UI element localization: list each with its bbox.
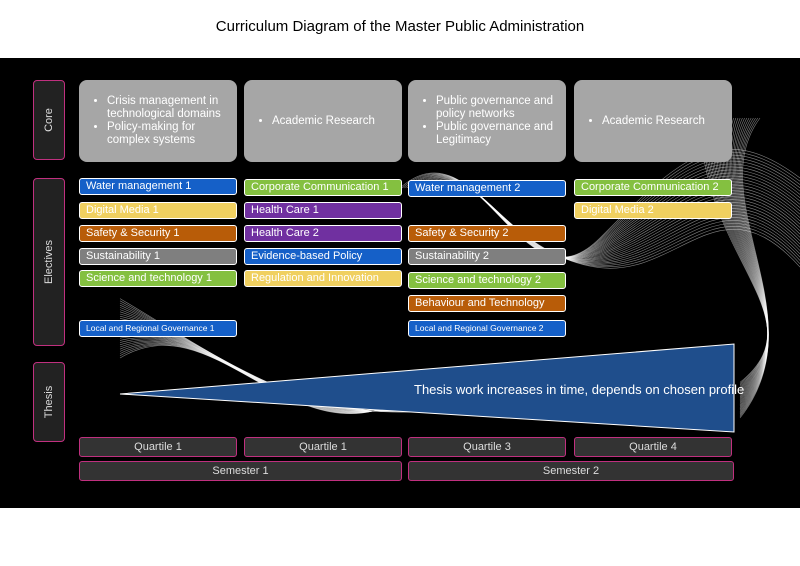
- elective-sustainability-1: Sustainability 1: [79, 248, 237, 265]
- core-course-box-3: Public governance and policy networksPub…: [408, 80, 566, 162]
- core-course-box-2: Academic Research: [244, 80, 402, 162]
- curriculum-diagram: Core Electives Thesis Crisis management …: [0, 58, 800, 508]
- decorative-wave-lines: [119, 117, 800, 419]
- elective-water-management-1: Water management 1: [79, 178, 237, 195]
- elective-local-regional-governance-2: Local and Regional Governance 2: [408, 320, 566, 337]
- quartile-label: Quartile 1: [79, 437, 237, 457]
- quartile-label: Quartile 1: [244, 437, 402, 457]
- elective-sustainability-2: Sustainability 2: [408, 248, 566, 265]
- row-label-electives: Electives: [33, 178, 65, 346]
- elective-science-technology-2: Science and technology 2: [408, 272, 566, 289]
- core-course-box-4: Academic Research: [574, 80, 732, 162]
- semester-label: Semester 2: [408, 461, 734, 481]
- core-course-box-1: Crisis management in technological domai…: [79, 80, 237, 162]
- page-title: Curriculum Diagram of the Master Public …: [215, 18, 585, 35]
- elective-behaviour-technology: Behaviour and Technology: [408, 295, 566, 312]
- core-course: Public governance and Legitimacy: [436, 121, 566, 147]
- quartile-label: Quartile 3: [408, 437, 566, 457]
- elective-health-care-1: Health Care 1: [244, 202, 402, 219]
- core-course: Policy-making for complex systems: [107, 121, 237, 147]
- thesis-wedge: [119, 343, 735, 433]
- row-label-thesis: Thesis: [33, 362, 65, 442]
- semester-label: Semester 1: [79, 461, 402, 481]
- elective-digital-media-1: Digital Media 1: [79, 202, 237, 219]
- elective-safety-security-1: Safety & Security 1: [79, 225, 237, 242]
- quartile-label: Quartile 4: [574, 437, 732, 457]
- elective-water-management-2: Water management 2: [408, 180, 566, 197]
- elective-science-technology-1: Science and technology 1: [79, 270, 237, 287]
- elective-safety-security-2: Safety & Security 2: [408, 225, 566, 242]
- thesis-description: Thesis work increases in time, depends o…: [414, 382, 745, 397]
- elective-evidence-based-policy: Evidence-based Policy: [244, 248, 402, 265]
- core-course: Public governance and policy networks: [436, 95, 566, 121]
- row-label-core: Core: [33, 80, 65, 160]
- elective-health-care-2: Health Care 2: [244, 225, 402, 242]
- elective-corporate-communication-2: Corporate Communication 2: [574, 179, 732, 196]
- core-course: Crisis management in technological domai…: [107, 95, 237, 121]
- core-course: Academic Research: [602, 115, 705, 128]
- elective-digital-media-2: Digital Media 2: [574, 202, 732, 219]
- elective-local-regional-governance-1: Local and Regional Governance 1: [79, 320, 237, 337]
- elective-regulation-innovation: Regulation and Innovation: [244, 270, 402, 287]
- core-course: Academic Research: [272, 115, 375, 128]
- elective-corporate-communication-1: Corporate Communication 1: [244, 179, 402, 196]
